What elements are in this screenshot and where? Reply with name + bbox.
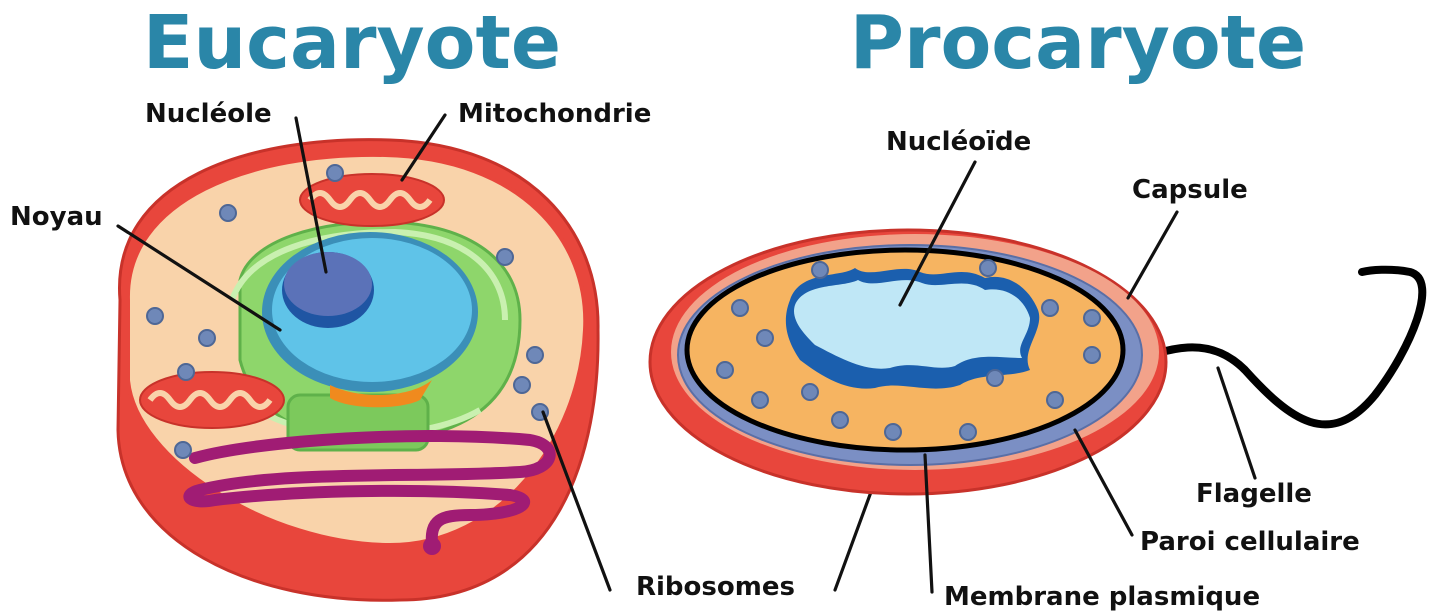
ribosome	[175, 442, 191, 458]
leader-flagelle	[1218, 368, 1255, 478]
prokaryote-title: Procaryote	[850, 0, 1307, 86]
ribosome	[885, 424, 901, 440]
ribosome	[514, 377, 530, 393]
label-ribosomes: Ribosomes	[636, 572, 795, 602]
ribosome	[199, 330, 215, 346]
label-nucleoide: Nucléoïde	[886, 127, 1031, 157]
ribosome	[327, 165, 343, 181]
label-nucleole: Nucléole	[145, 99, 272, 129]
ribosome	[1042, 300, 1058, 316]
eukaryote-title: Eucaryote	[143, 0, 561, 86]
prokaryote-cell	[650, 230, 1422, 494]
ribosome	[812, 262, 828, 278]
label-noyau: Noyau	[10, 202, 103, 232]
ribosome	[1084, 310, 1100, 326]
mitochondrion-left	[140, 372, 284, 428]
nucleolus	[284, 252, 372, 316]
label-capsule: Capsule	[1132, 175, 1248, 205]
label-flagelle: Flagelle	[1196, 479, 1312, 509]
ribosome	[832, 412, 848, 428]
ribosome	[1084, 347, 1100, 363]
label-mitochondrie: Mitochondrie	[458, 99, 651, 129]
ribosome	[802, 384, 818, 400]
label-membrane-plasmique: Membrane plasmique	[944, 582, 1260, 612]
ribosome	[147, 308, 163, 324]
ribosome	[980, 260, 996, 276]
ribosome	[732, 300, 748, 316]
label-paroi-cellulaire: Paroi cellulaire	[1140, 527, 1360, 557]
leader-capsule	[1128, 212, 1177, 298]
ribosome	[527, 347, 543, 363]
golgi-vesicle	[423, 537, 441, 555]
eukaryote-cell	[118, 140, 598, 601]
ribosome	[1047, 392, 1063, 408]
ribosome	[178, 364, 194, 380]
ribosome	[752, 392, 768, 408]
ribosome	[960, 424, 976, 440]
mitochondrion-top	[300, 174, 444, 226]
ribosome	[497, 249, 513, 265]
ribosome	[717, 362, 733, 378]
ribosome	[757, 330, 773, 346]
ribosome	[220, 205, 236, 221]
ribosome	[987, 370, 1003, 386]
